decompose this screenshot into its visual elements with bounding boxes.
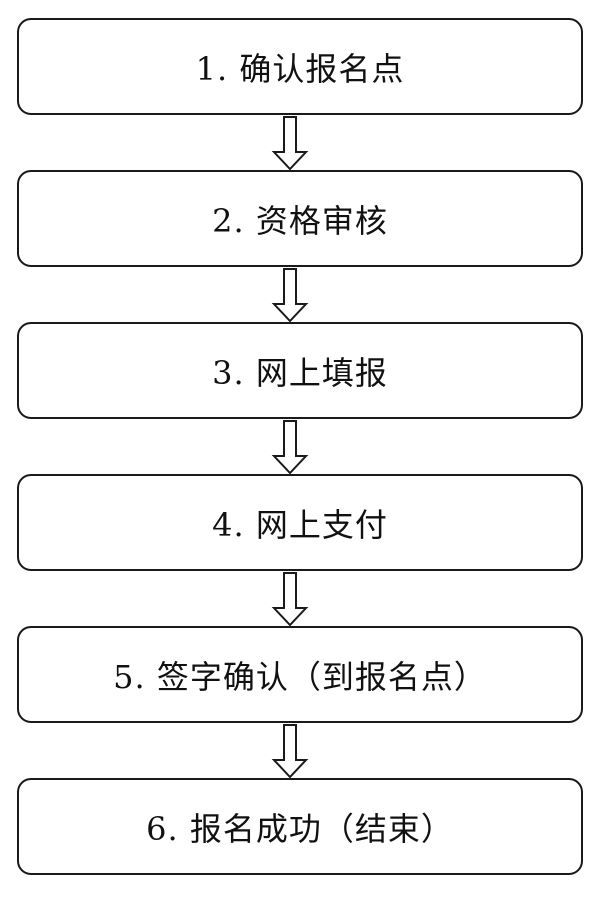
down-arrow-icon: [270, 724, 310, 778]
step-box-1: 1. 确认报名点: [17, 18, 583, 115]
step-label-5: 5. 签字确认（到报名点）: [113, 657, 487, 696]
down-arrow-icon: [270, 116, 310, 170]
step-label-3: 3. 网上填报: [212, 353, 388, 392]
step-box-4: 4. 网上支付: [17, 474, 583, 571]
step-label-6: 6. 报名成功（结束）: [146, 809, 454, 848]
step-box-3: 3. 网上填报: [17, 322, 583, 419]
step-label-2: 2. 资格审核: [212, 201, 388, 240]
down-arrow-icon: [270, 268, 310, 322]
step-label-1: 1. 确认报名点: [195, 49, 405, 88]
step-label-4: 4. 网上支付: [212, 505, 388, 544]
step-box-2: 2. 资格审核: [17, 170, 583, 267]
step-box-6: 6. 报名成功（结束）: [17, 778, 583, 875]
step-box-5: 5. 签字确认（到报名点）: [17, 626, 583, 723]
down-arrow-icon: [270, 572, 310, 626]
down-arrow-icon: [270, 420, 310, 474]
